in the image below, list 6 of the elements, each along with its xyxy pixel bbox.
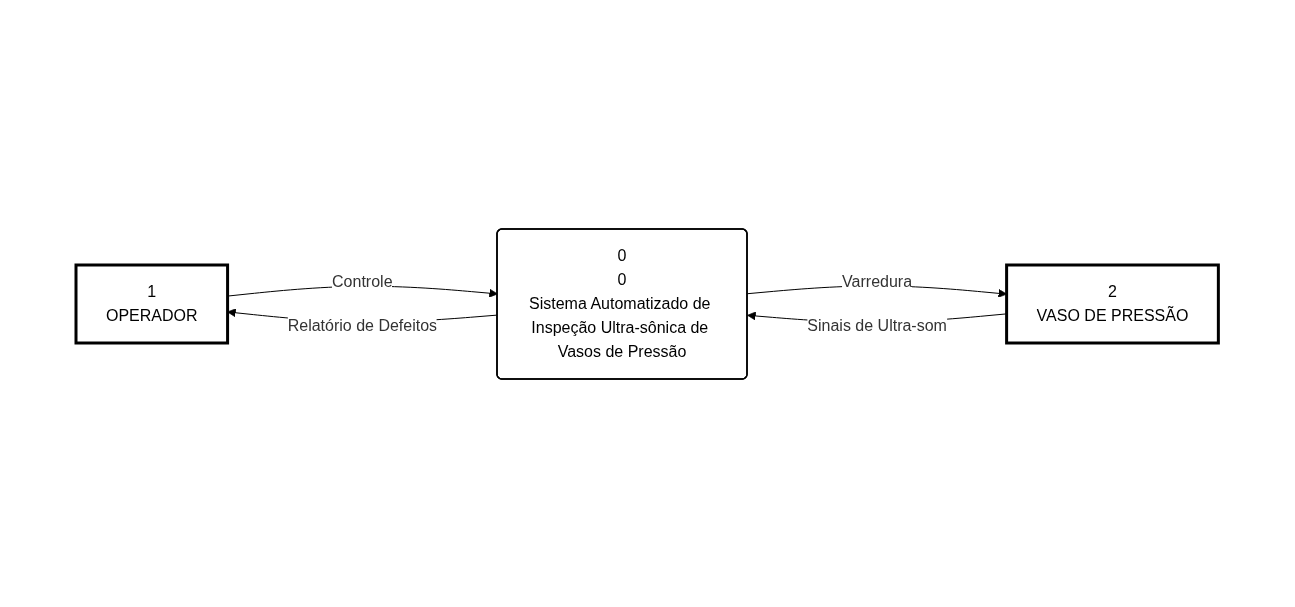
edge-label: Sinais de Ultra-som <box>807 316 948 334</box>
edge-label: Varredura <box>842 272 913 290</box>
edge-label: Controle <box>332 272 393 290</box>
node-box: 2 VASO DE PRESSÃO <box>1005 263 1221 344</box>
node-box: 1 OPERADOR <box>74 263 230 344</box>
edge-label: Relatório de Defeitos <box>287 316 438 334</box>
